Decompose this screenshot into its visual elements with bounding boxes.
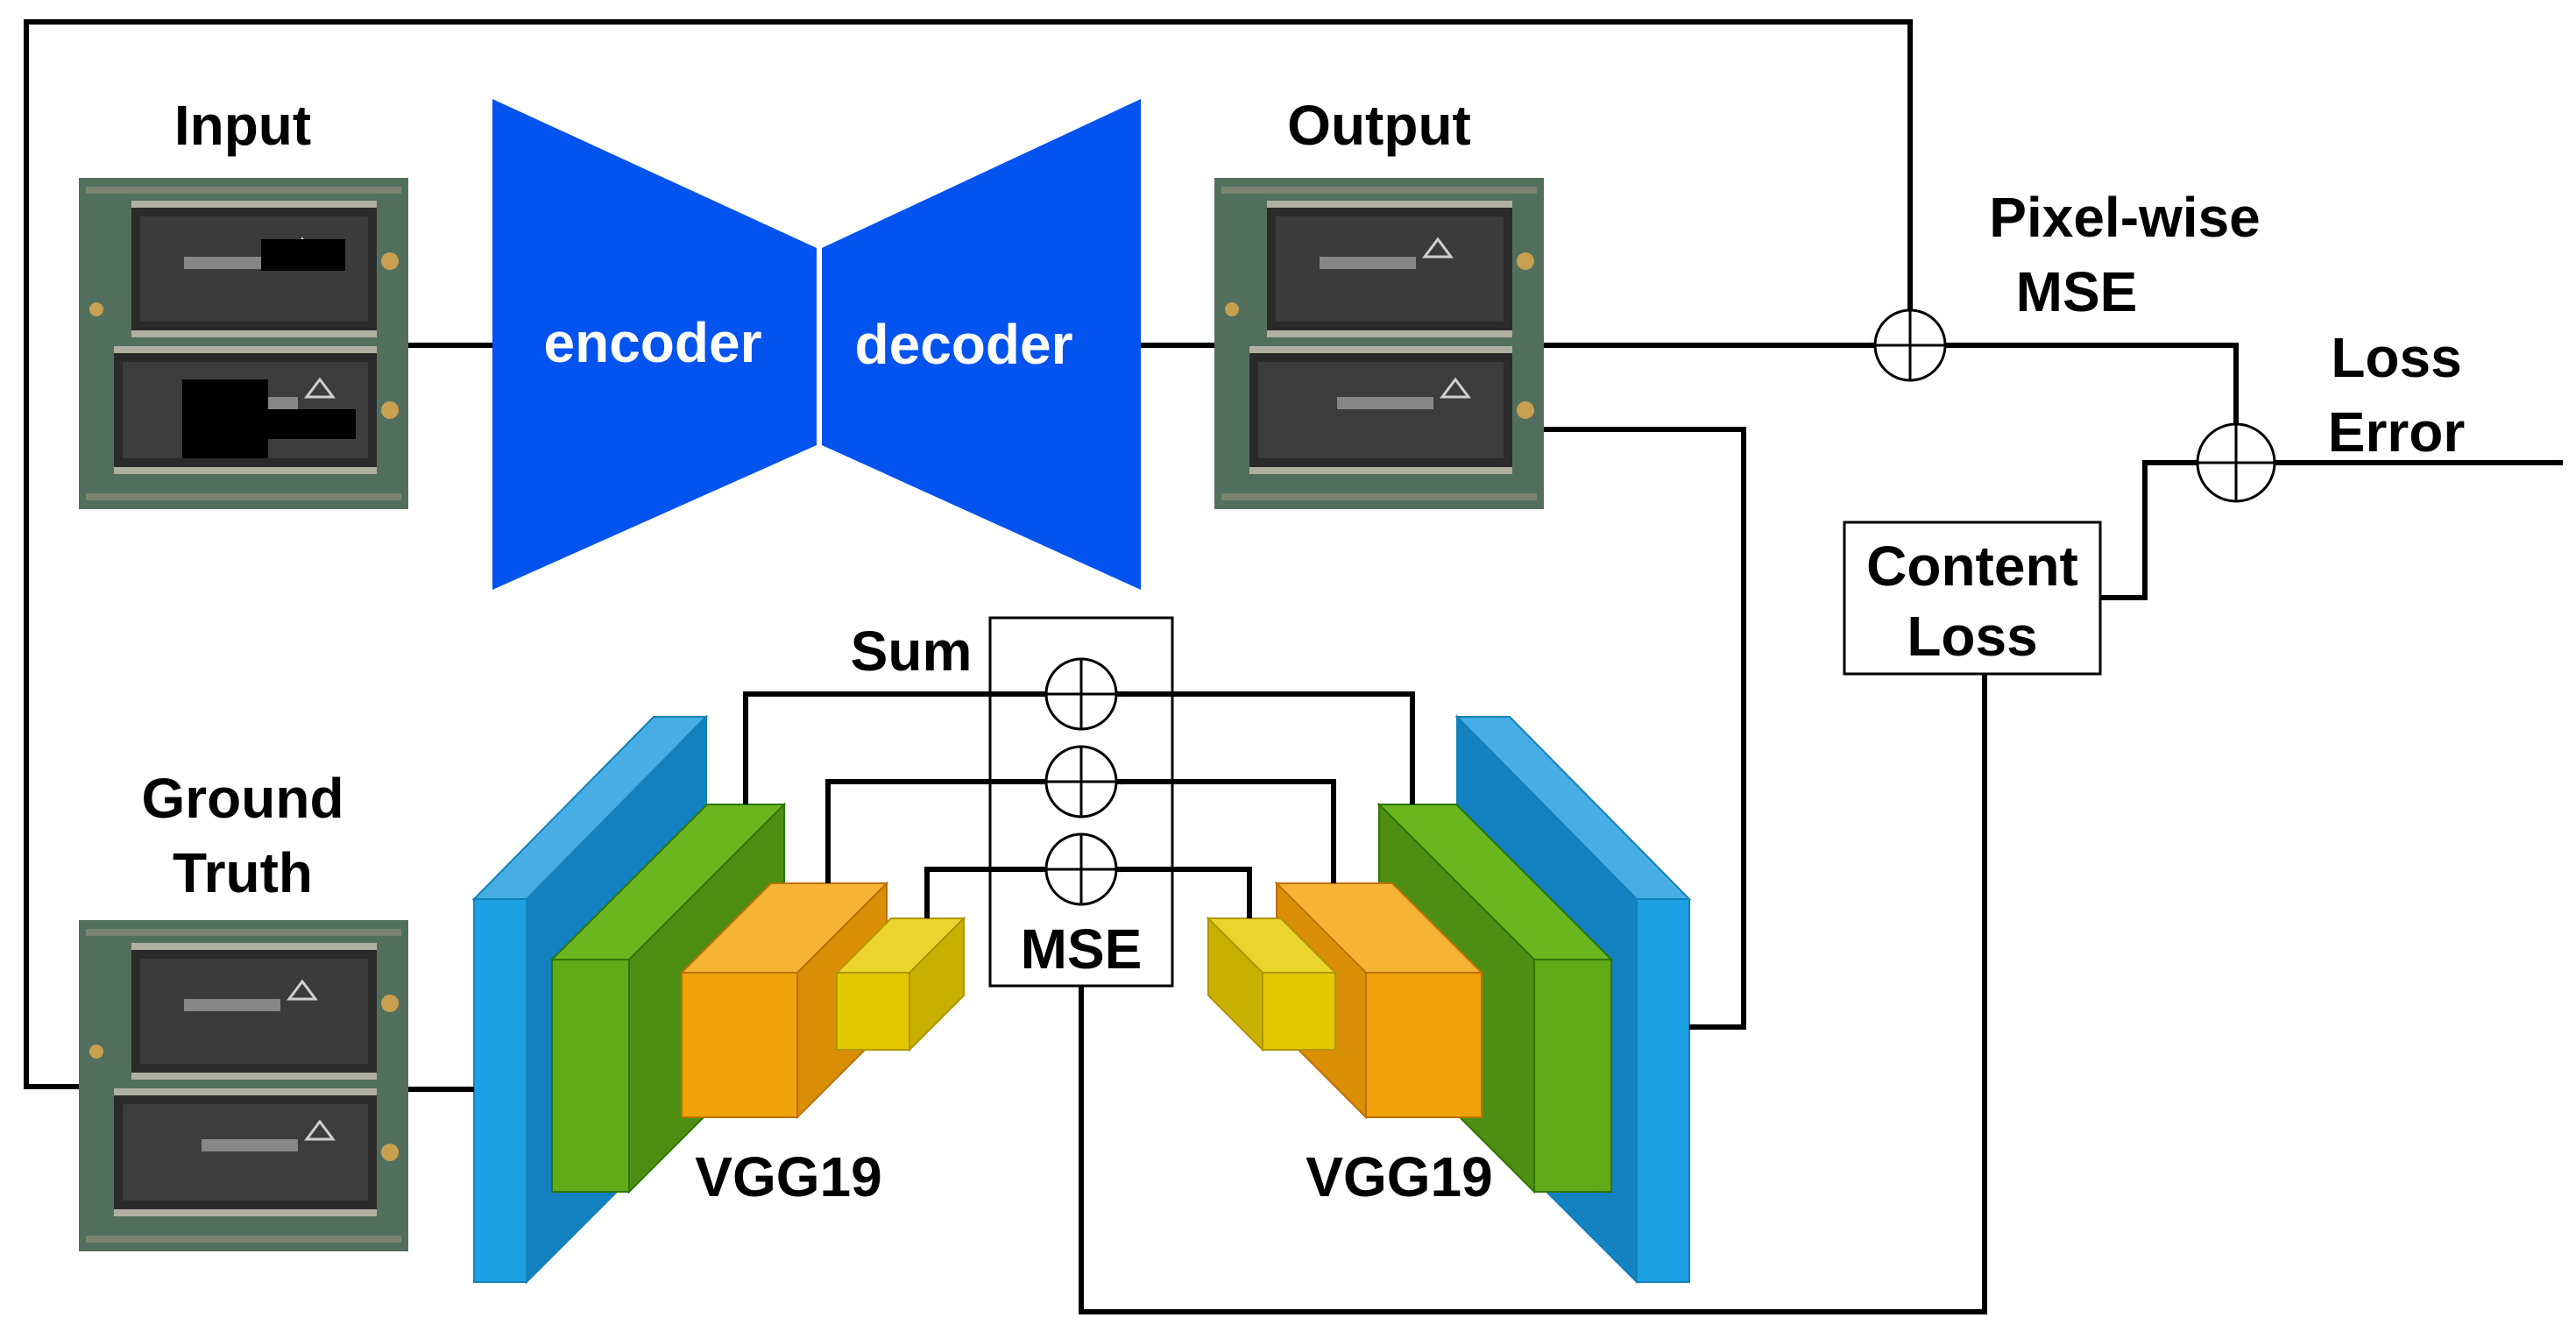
output-image: [1213, 176, 1546, 511]
vgg19-left: [471, 714, 966, 1285]
sum-node: [1044, 657, 1118, 731]
loss-error-label-line2: Error: [2328, 400, 2466, 464]
ground-truth-label-line1: Ground: [141, 767, 343, 830]
mask-region: [261, 239, 345, 271]
loss-sum-node: [2196, 422, 2276, 503]
loss-error-label-line1: Loss: [2331, 326, 2461, 389]
vgg19-left-label: VGG19: [695, 1145, 881, 1208]
connectors: [24, 19, 2564, 1314]
content-loss-label-line1: Content: [1866, 535, 2078, 598]
pixelwise-sum-node: [1873, 308, 1947, 382]
decoder-label: decoder: [855, 313, 1073, 376]
content-loss-box: [1843, 521, 2102, 676]
autoencoder: encoder decoder: [492, 99, 1141, 590]
encoder-block: [492, 99, 817, 590]
pixelwise-mse-label-line1: Pixel-wise: [1989, 186, 2261, 249]
ground-truth-image: [77, 918, 410, 1253]
vgg19-right-label: VGG19: [1306, 1145, 1492, 1208]
mask-region: [254, 409, 356, 439]
vgg19-right: [1206, 714, 1692, 1285]
pixelwise-mse-label-line2: MSE: [2016, 260, 2138, 323]
sum-label: Sum: [851, 620, 973, 683]
input-image: [77, 176, 410, 511]
mse-label: MSE: [1021, 917, 1143, 981]
ground-truth-label-line2: Truth: [173, 841, 313, 904]
decoder-block: [822, 99, 1141, 590]
input-label: Input: [174, 94, 311, 157]
sum-node: [1044, 745, 1118, 818]
mask-region: [182, 379, 268, 458]
encoder-label: encoder: [544, 311, 762, 374]
output-label: Output: [1287, 94, 1471, 157]
content-loss-label-line2: Loss: [1907, 605, 2037, 668]
sum-node: [1044, 832, 1118, 906]
